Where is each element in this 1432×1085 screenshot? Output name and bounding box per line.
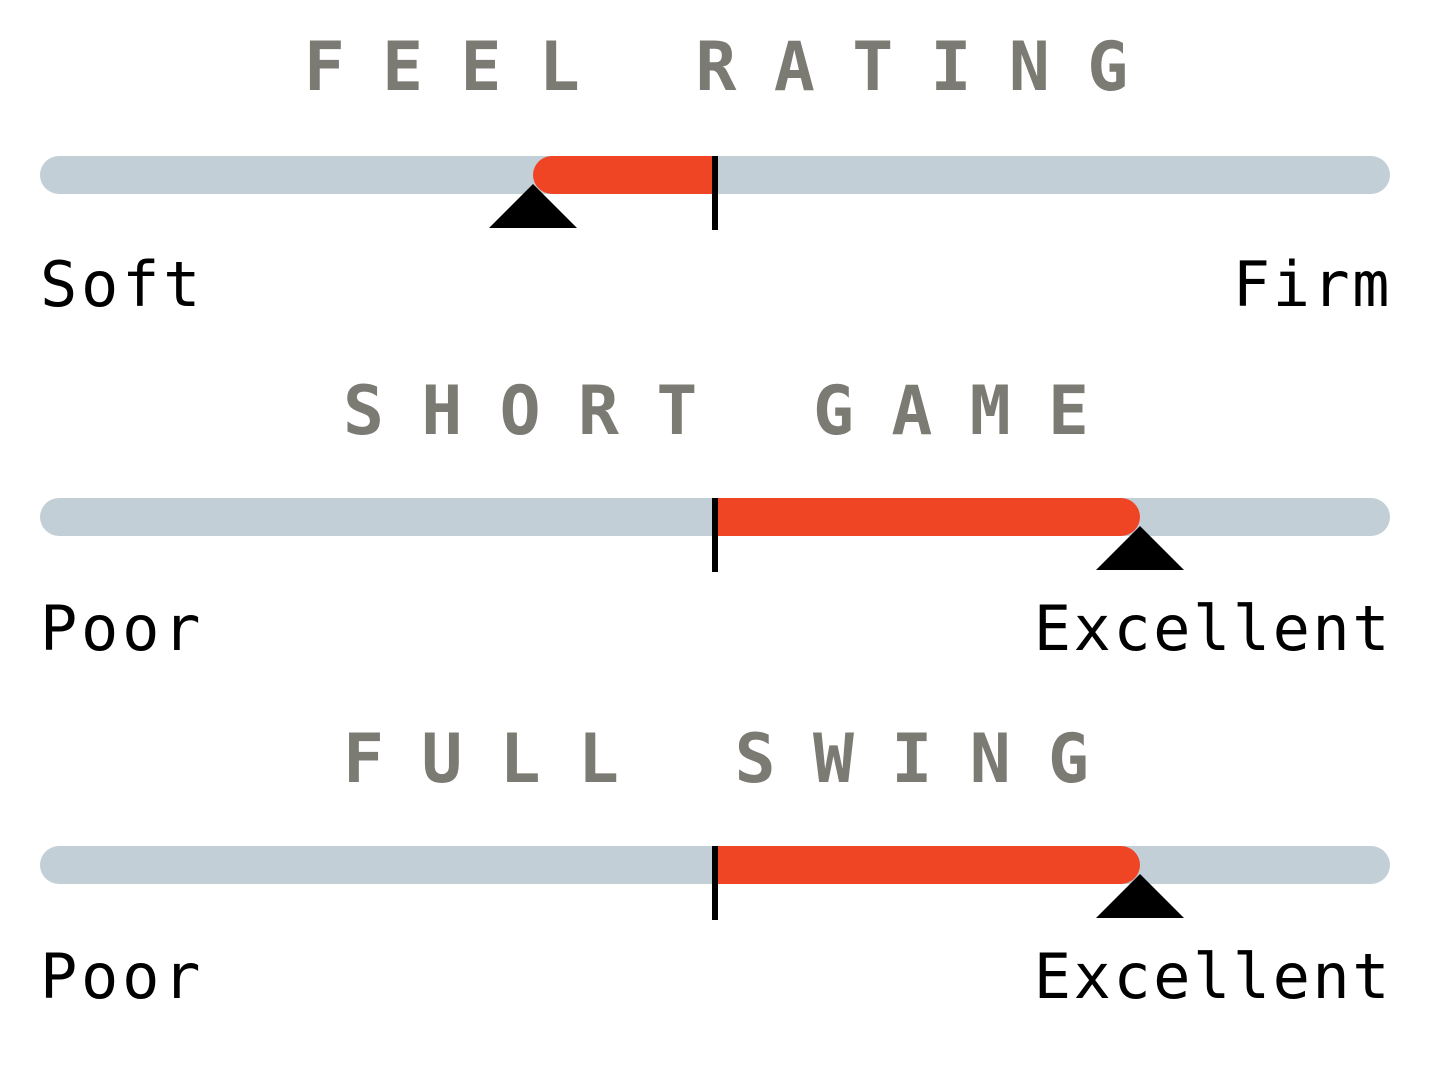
min-label: Soft [40,248,205,321]
rating-title: FULL SWING [342,720,1127,799]
rating-fill [715,498,1141,536]
center-marker [712,156,718,230]
center-marker [712,846,718,920]
pointer-triangle-icon [1096,874,1185,918]
center-marker [712,498,718,572]
rating-fill [715,846,1141,884]
max-label: Excellent [1033,940,1392,1013]
min-label: Poor [40,592,205,665]
rating-title: FEEL RATING [303,28,1166,107]
max-label: Excellent [1033,592,1392,665]
pointer-triangle-icon [1096,526,1185,570]
min-label: Poor [40,940,205,1013]
pointer-triangle-icon [488,184,577,228]
max-label: Firm [1232,248,1392,321]
rating-title: SHORT GAME [342,372,1127,451]
